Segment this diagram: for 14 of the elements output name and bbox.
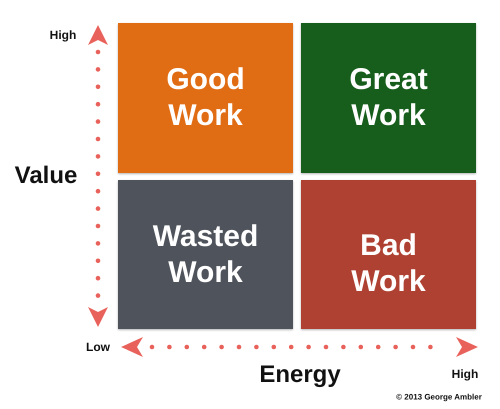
axis-title: Value (14, 162, 78, 190)
quadrant-label: Great Work (348, 62, 429, 134)
quadrant-box (301, 23, 476, 173)
axis-title: Energy (259, 361, 341, 389)
axis-end-label: High (50, 28, 76, 42)
quadrant-box (301, 180, 476, 329)
quadrant-label: Wasted Work (152, 218, 260, 290)
quadrant-box (118, 180, 293, 329)
copyright-note: © 2013 George Ambler (396, 392, 482, 402)
axis-end-label: Low (86, 340, 110, 354)
quadrant-label: Good Work (165, 62, 246, 134)
quadrant-box (118, 23, 293, 173)
axis-end-label: High (452, 367, 478, 381)
quadrant-label: Bad Work (350, 228, 427, 300)
